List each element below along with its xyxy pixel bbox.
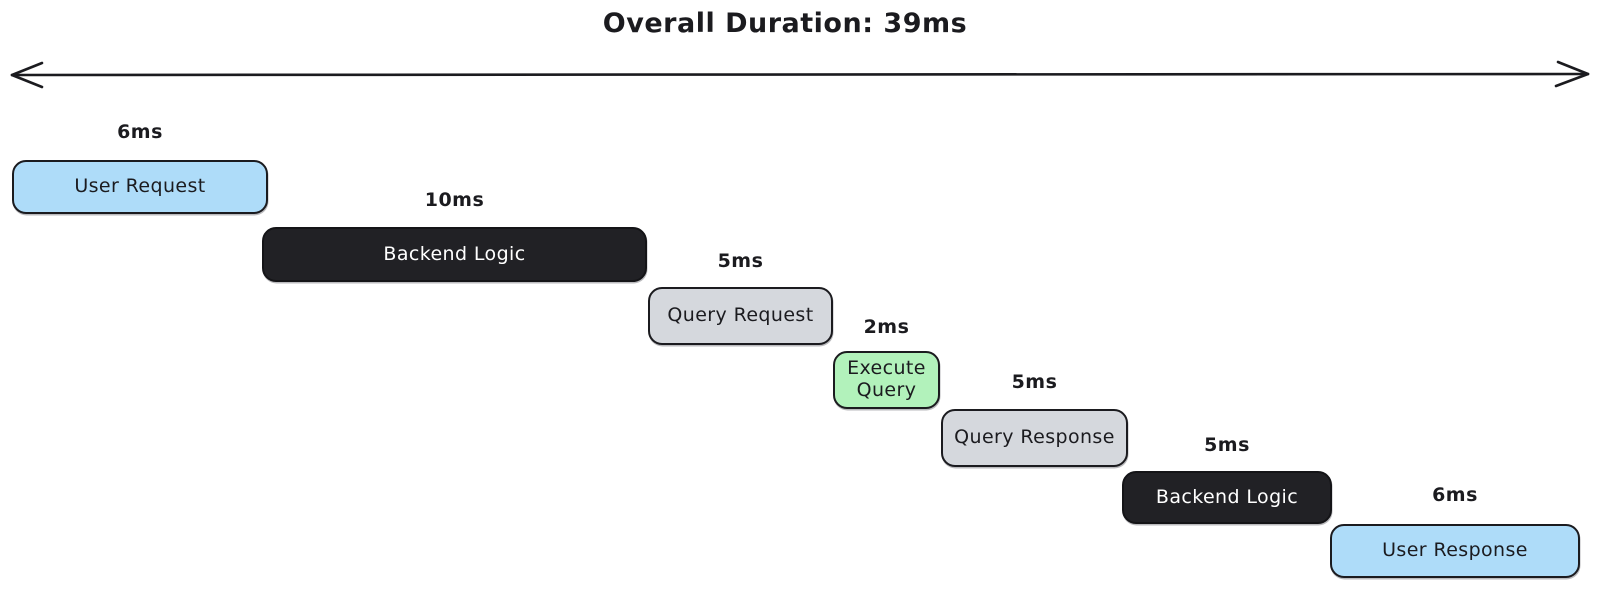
overall-duration-double-arrow — [10, 60, 1590, 89]
step-box-query-request: Query Request — [648, 287, 833, 345]
duration-label: 6ms — [1432, 484, 1478, 506]
step-box-execute-query: Execute Query — [833, 351, 940, 409]
duration-label: 5ms — [717, 250, 764, 272]
duration-label: 10ms — [424, 189, 485, 211]
duration-label: 5ms — [1011, 371, 1058, 393]
diagram-title: Overall Duration: 39ms — [602, 8, 968, 39]
step-box-backend-logic: Backend Logic — [262, 227, 647, 282]
right-arrowhead — [1554, 60, 1590, 88]
left-arrowhead — [10, 61, 44, 89]
duration-label: 6ms — [117, 121, 163, 143]
step-box-user-request: User Request — [12, 160, 268, 214]
step-box-backend-logic-return: Backend Logic — [1122, 471, 1332, 524]
duration-label: 2ms — [863, 316, 910, 338]
step-box-query-response: Query Response — [941, 409, 1128, 467]
step-box-user-response: User Response — [1330, 524, 1580, 578]
duration-label: 5ms — [1204, 434, 1250, 456]
